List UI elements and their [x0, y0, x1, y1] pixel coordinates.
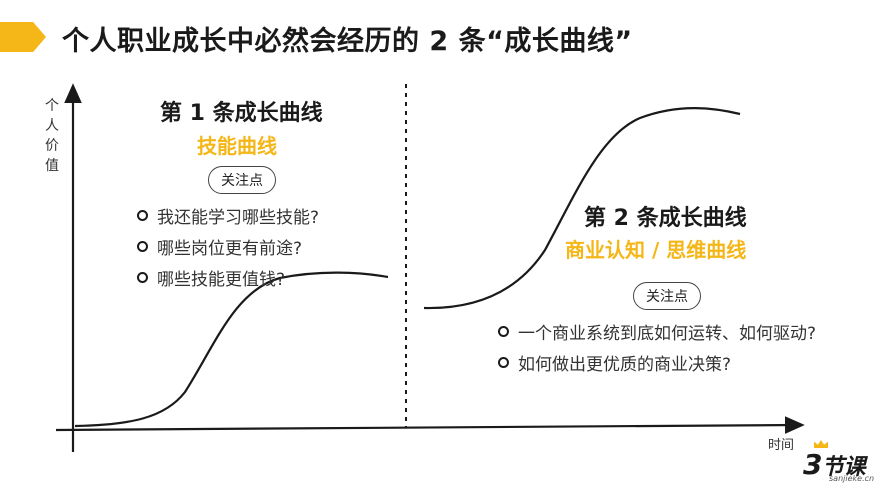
bullet-icon [498, 356, 509, 368]
question-text: 如何做出更优质的商业决策? [518, 354, 732, 375]
question-text: 哪些岗位更有前途? [157, 238, 303, 259]
curve-2-focus-tag: 关注点 [633, 282, 701, 310]
bullet-icon [498, 325, 509, 337]
page-title: 个人职业成长中必然会经历的 2 条“成长曲线” [62, 26, 633, 57]
brand-logo: 3节课 sanjieke.cn [803, 440, 879, 484]
bullet-icon [137, 271, 148, 283]
curve-2 [423, 107, 741, 310]
logo-url: sanjieke.cn [829, 474, 875, 483]
bullet-icon [137, 209, 148, 221]
question-item: 哪些技能更值钱? [137, 265, 319, 290]
question-item: 我还能学习哪些技能? [137, 203, 320, 228]
curve-2-subtitle: 商业认知 / 思维曲线 [565, 238, 747, 262]
logo-text: 3节课 [803, 448, 866, 481]
curve-2-title: 第 2 条成长曲线 [584, 206, 747, 231]
question-item: 哪些岗位更有前途? [137, 234, 319, 259]
bullet-icon [137, 240, 148, 252]
curve-1-title: 第 1 条成长曲线 [160, 101, 323, 126]
curve-2-question-list: 一个商业系统到底如何运转、如何驱动? 如何做出更优质的商业决策? [498, 319, 816, 381]
x-axis [55, 416, 805, 434]
curve-1-question-list: 我还能学习哪些技能? 哪些岗位更有前途? 哪些技能更值钱? [137, 203, 319, 296]
logo-name: 节课 [821, 455, 866, 480]
y-axis-label: 个人价值 [45, 98, 59, 174]
curve-1-focus-tag: 关注点 [208, 166, 276, 194]
question-text: 一个商业系统到底如何运转、如何驱动? [518, 323, 817, 344]
question-text: 我还能学习哪些技能? [157, 207, 320, 228]
curve-1 [74, 271, 389, 428]
x-axis-label: 时间 [768, 438, 795, 453]
question-item: 一个商业系统到底如何运转、如何驱动? [498, 319, 817, 344]
question-item: 如何做出更优质的商业决策? [498, 350, 816, 375]
logo-number: 3 [803, 448, 822, 481]
crown-icon [814, 440, 828, 448]
question-text: 哪些技能更值钱? [157, 269, 286, 290]
curve-1-subtitle: 技能曲线 [197, 134, 277, 158]
